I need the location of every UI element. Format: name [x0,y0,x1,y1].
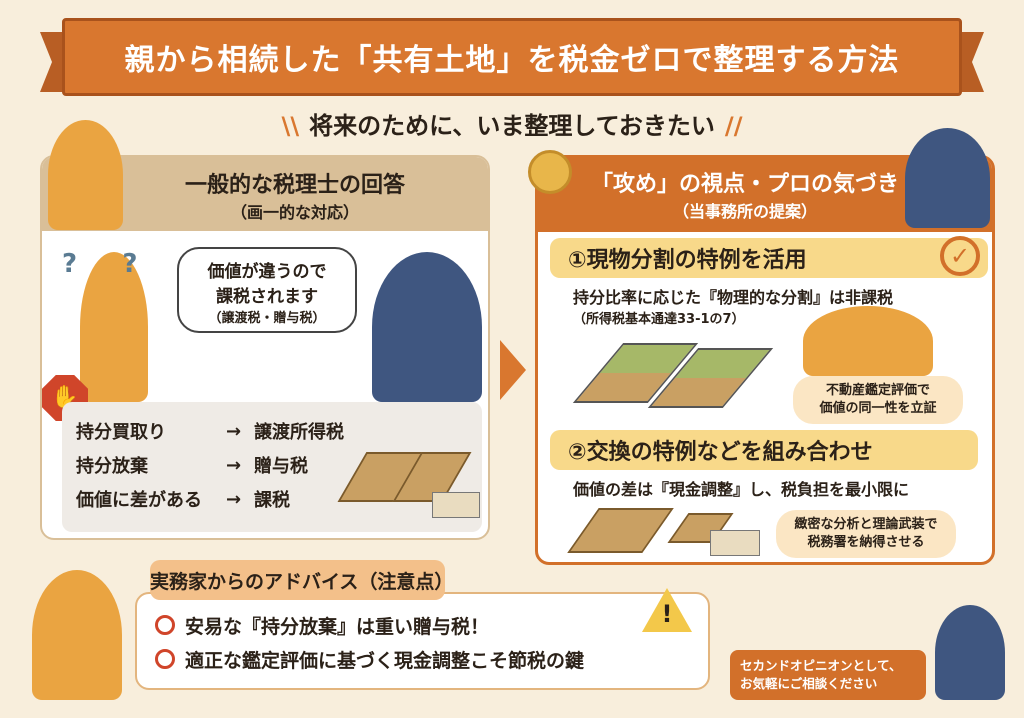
consultant-illustration [935,605,1005,700]
result: 課税 [254,490,290,511]
list-item: 価値に差がある → 課税 [76,482,482,516]
result: 贈与税 [254,456,308,477]
question-mark-icon: ? ? [62,249,138,279]
callout-line: 税務署を納得させる [807,535,925,550]
arrow-right-icon [500,340,526,400]
arrow-icon: → [226,488,242,510]
action: 持分買取り [76,422,166,443]
consultant-illustration [905,128,990,228]
arrow-icon: → [226,420,242,442]
result: 譲渡所得税 [254,422,344,443]
advice-box: 安易な『持分放棄』は重い贈与税！ 適正な鑑定評価に基づく現金調整こそ節税の鍵 [135,592,710,690]
speech-line: 価値が違うので [207,262,327,282]
speech-bubble: 価値が違うので 課税されます （譲渡税・贈与税） [177,247,357,333]
section1-callout: 不動産鑑定評価で価値の同一性を立証 [793,376,963,424]
checkmark-icon: ✓ [940,236,980,276]
section2-callout: 緻密な分析と理論武装で税務署を納得させる [776,510,956,558]
circle-icon [155,615,175,635]
confused-person-illustration [80,252,148,402]
list-item: 持分放棄 → 贈与税 [76,448,482,482]
section1-text: 持分比率に応じた『物理的な分割』は非課税 [573,288,894,307]
section2-title: ②交換の特例などを組み合わせ [550,430,978,470]
land-plot-illustration [567,508,674,553]
advice-text: 安易な『持分放棄』は重い贈与税！ [185,615,490,638]
section1-title: ①現物分割の特例を活用 [550,238,988,278]
banknote-icon [710,530,760,556]
advice-item: 安易な『持分放棄』は重い贈与税！ [155,608,690,642]
advice-item: 適正な鑑定評価に基づく現金調整こそ節税の鍵 [155,642,690,676]
cta-line: お気軽にご相談ください [740,676,878,691]
advice-text: 適正な鑑定評価に基づく現金調整こそ節税の鍵 [185,649,585,672]
woman-thinking-illustration [48,120,123,230]
circle-icon [155,649,175,669]
action: 持分放棄 [76,456,148,477]
list-item: 持分買取り → 譲渡所得税 [76,414,482,448]
tax-outcome-list: 持分買取り → 譲渡所得税 持分放棄 → 贈与税 価値に差がある → 課税 [62,402,482,532]
panel-subheading: （画一的な対応） [230,203,359,222]
callout-line: 不動産鑑定評価で [825,383,930,398]
arrow-icon: → [226,454,242,476]
advice-heading: 実務家からのアドバイス（注意点） [150,560,453,600]
speech-line: 課税されます [216,287,318,307]
section2-text: 価値の差は『現金調整』し、税負担を最小限に [573,480,910,499]
tax-accountant-illustration [372,252,482,402]
panel-heading: 「攻め」の視点・プロの気づき [590,172,899,197]
panel-subheading: （当事務所の提案） [672,202,817,221]
title-banner: 親から相続した「共有土地」を税金ゼロで整理する方法 [40,18,984,96]
woman-thinking-illustration [32,570,122,700]
action: 価値に差がある [76,490,202,511]
panel-heading: 一般的な税理士の回答 [184,173,405,198]
consultation-bubble: セカンドオピニオンとして、お気軽にご相談ください [730,650,926,700]
callout-line: 価値の同一性を立証 [819,401,937,416]
subtitle: \\将来のために、いま整理しておきたい// [281,112,743,140]
callout-line: 緻密な分析と理論武装で [794,517,938,532]
speech-line: （譲渡税・贈与税） [208,311,326,326]
cta-line: セカンドオピニオンとして、 [740,658,902,673]
beginner-badge-icon [528,150,572,194]
section1-note: （所得税基本通達33-1の7） [573,312,745,327]
banknote-icon [432,492,480,518]
siblings-illustration [803,306,933,376]
subtitle-text: 将来のために、いま整理しておきたい [309,112,715,140]
page-title: 親から相続した「共有土地」を税金ゼロで整理する方法 [62,18,962,96]
